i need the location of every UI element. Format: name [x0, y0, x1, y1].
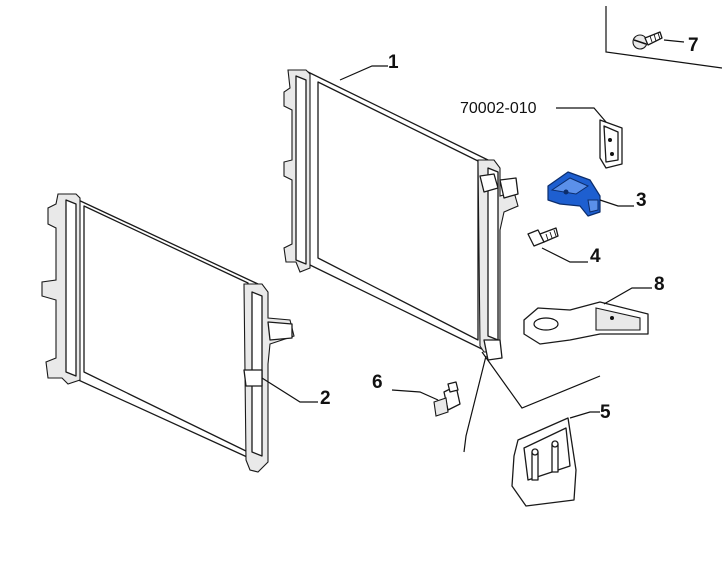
- callout-4: 4: [590, 246, 601, 267]
- leader-8: [603, 287, 652, 305]
- callout-7: 7: [688, 35, 699, 56]
- leader-1: [339, 65, 388, 81]
- callout-2: 2: [320, 388, 331, 409]
- part-8-plate[interactable]: [523, 301, 649, 345]
- part-6-clip[interactable]: [433, 381, 461, 417]
- leader-ref: [556, 107, 607, 123]
- part-2-radiator[interactable]: [41, 193, 295, 473]
- leader-3: [599, 199, 634, 207]
- detail-pointer: [481, 351, 601, 409]
- detail-pointer-left: [463, 355, 487, 453]
- corner-inset-frame: [605, 6, 722, 69]
- part-4-bolt[interactable]: [527, 227, 559, 247]
- callout-5: 5: [600, 402, 611, 423]
- leader-5: [569, 411, 600, 419]
- callout-8: 8: [654, 274, 665, 295]
- bracket-70002-010[interactable]: [599, 119, 623, 169]
- part-1-radiator[interactable]: [283, 69, 519, 361]
- leader-4: [541, 247, 588, 263]
- reference-code-label: 70002-010: [460, 100, 537, 117]
- part-7-screw[interactable]: [632, 31, 685, 50]
- callout-3: 3: [636, 190, 647, 211]
- part-5-seal[interactable]: [463, 351, 601, 507]
- part-3-bracket-highlighted[interactable]: [547, 171, 601, 217]
- callout-1: 1: [388, 52, 399, 73]
- leader-6: [391, 389, 439, 401]
- callout-6: 6: [372, 372, 383, 393]
- leader-2: [261, 377, 318, 403]
